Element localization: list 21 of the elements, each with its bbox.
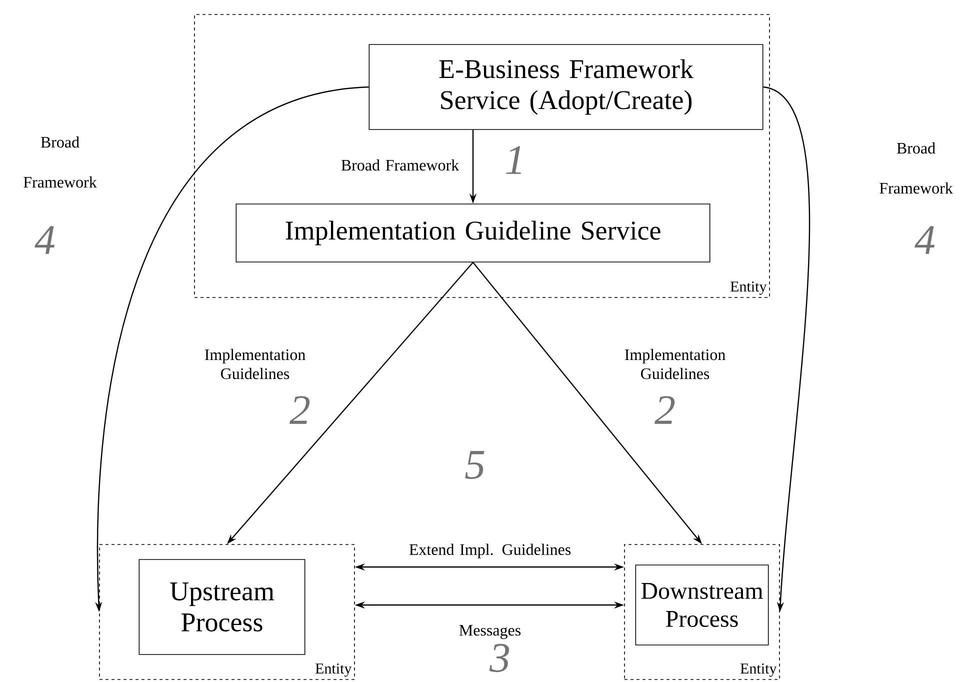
edge-label: Messages [459, 625, 521, 639]
edge-label: Broad Framework [24, 136, 97, 188]
step-number: 2 [290, 396, 310, 424]
step-number: 4 [34, 226, 55, 254]
edge-label: Broad Framework [341, 159, 460, 171]
step-number: 1 [506, 146, 521, 174]
edge-label: Implementation Guidelines [624, 348, 726, 380]
edge-label: Implementation Guidelines [204, 348, 306, 380]
entity-label: Entity [730, 282, 767, 295]
entity-label: Entity [315, 664, 352, 677]
edge-label: Extend Impl. Guidelines [409, 544, 571, 558]
step-number: 3 [489, 644, 510, 672]
process-box: Implementation Guideline Service [236, 204, 710, 262]
entity-label: Entity [740, 664, 777, 677]
process-box: Downstream Process [635, 564, 769, 646]
step-number: 4 [914, 226, 935, 254]
step-number: 5 [465, 451, 484, 479]
edge-label: Broad Framework [880, 142, 953, 194]
process-box: E-Business Framework Service (Adopt/Create) [368, 44, 764, 130]
process-box: Upstream Process [138, 559, 306, 655]
step-number: 2 [654, 396, 675, 424]
